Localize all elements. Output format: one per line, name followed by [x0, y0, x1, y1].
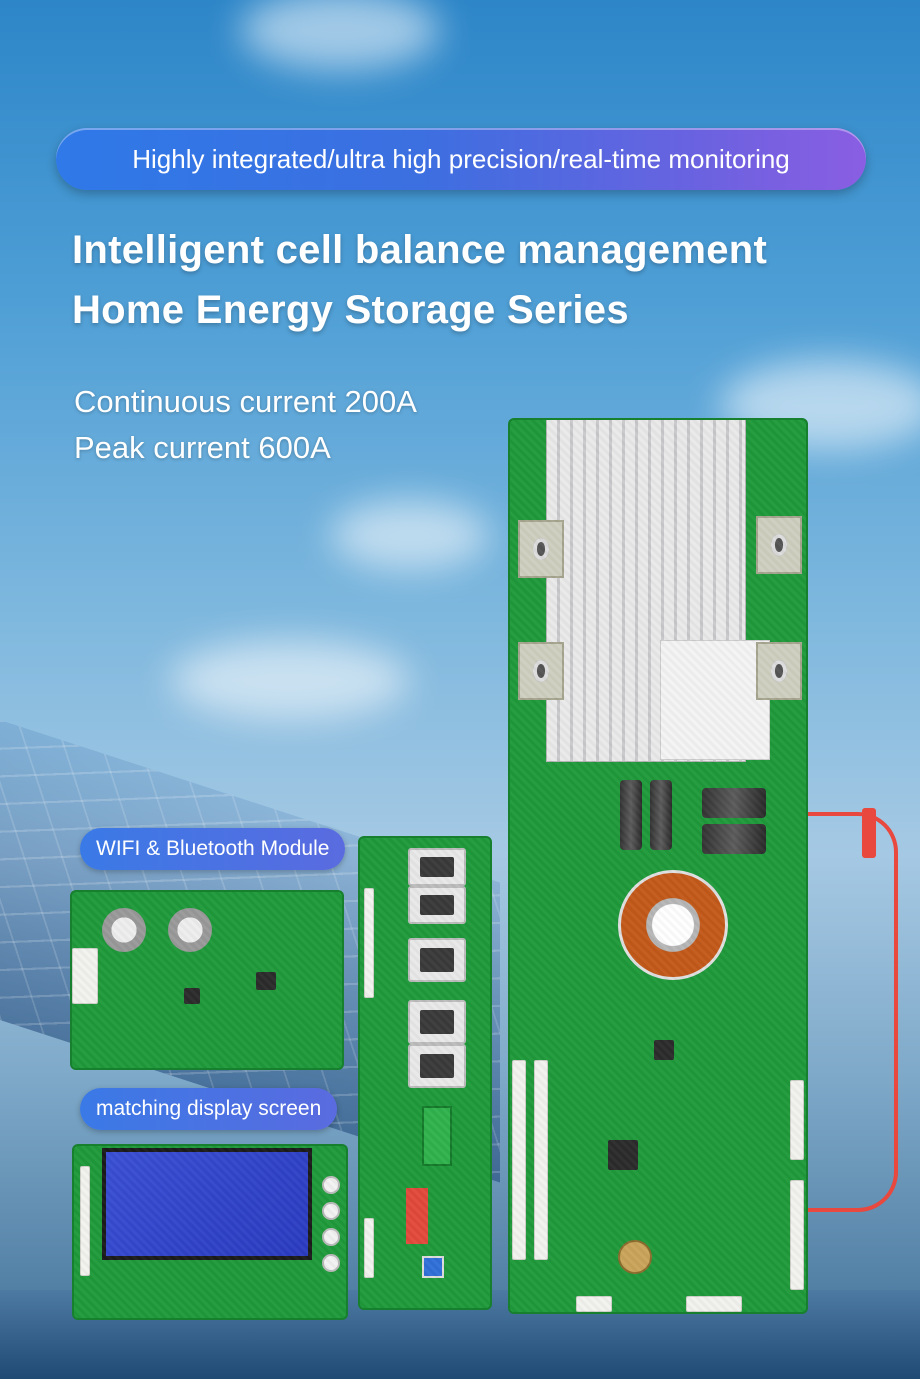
display-board	[72, 1144, 348, 1320]
connector-icon	[364, 888, 374, 998]
connector-icon	[576, 1296, 612, 1312]
toroid-inductor-icon	[618, 870, 728, 980]
capacitor-icon	[620, 780, 642, 850]
rj45-port-icon	[408, 1000, 466, 1044]
aluminium-heatsink	[546, 420, 746, 762]
bms-main-board	[508, 418, 808, 1314]
connector-icon	[512, 1060, 526, 1260]
blue-button-icon	[422, 1256, 444, 1278]
connector-icon	[790, 1080, 804, 1160]
display-button	[322, 1202, 340, 1220]
dip-switch-icon	[406, 1188, 428, 1244]
tagline-pill: Highly integrated/ultra high precision/r…	[56, 128, 866, 190]
display-screen-label: matching display screen	[80, 1088, 338, 1130]
display-button	[322, 1176, 340, 1194]
capacitor-icon	[702, 824, 766, 854]
terminal-block-icon	[422, 1106, 452, 1166]
display-button	[322, 1228, 340, 1246]
wifi-bluetooth-board	[70, 890, 344, 1070]
rj45-port-icon	[408, 886, 466, 924]
mosfet-terminal-pad	[518, 642, 564, 700]
rj45-port-icon	[408, 1044, 466, 1088]
label-sticker	[660, 640, 770, 760]
headline-line-1: Intelligent cell balance management	[72, 228, 768, 272]
rj45-port-icon	[408, 938, 466, 982]
chip-icon	[654, 1040, 674, 1060]
communication-board	[358, 836, 492, 1310]
capacitor-icon	[168, 908, 212, 952]
connector-icon	[790, 1180, 804, 1290]
connector-icon	[364, 1218, 374, 1278]
capacitor-icon	[102, 908, 146, 952]
rj45-port-icon	[408, 848, 466, 886]
connector-icon	[686, 1296, 742, 1312]
mosfet-terminal-pad	[756, 642, 802, 700]
spec-peak-current: Peak current 600A	[74, 430, 331, 465]
capacitor-icon	[702, 788, 766, 818]
cloud	[330, 500, 490, 570]
cloud	[170, 640, 410, 720]
capacitor-icon	[650, 780, 672, 850]
connector-icon	[534, 1060, 548, 1260]
wifi-module-label: WIFI & Bluetooth Module	[80, 828, 346, 870]
display-button	[322, 1254, 340, 1272]
connector-icon	[80, 1166, 90, 1276]
coin-cell-battery-icon	[618, 1240, 652, 1274]
headline-line-2: Home Energy Storage Series	[72, 288, 629, 332]
lcd-screen	[102, 1148, 312, 1260]
cloud	[240, 0, 440, 70]
chip-icon	[608, 1140, 638, 1170]
mosfet-terminal-pad	[756, 516, 802, 574]
mosfet-terminal-pad	[518, 520, 564, 578]
spec-continuous-current: Continuous current 200A	[74, 384, 417, 419]
chip-icon	[256, 972, 276, 990]
chip-icon	[184, 988, 200, 1004]
wire-connector-icon	[862, 808, 876, 858]
red-wire	[808, 812, 898, 1212]
connector-icon	[72, 948, 98, 1004]
